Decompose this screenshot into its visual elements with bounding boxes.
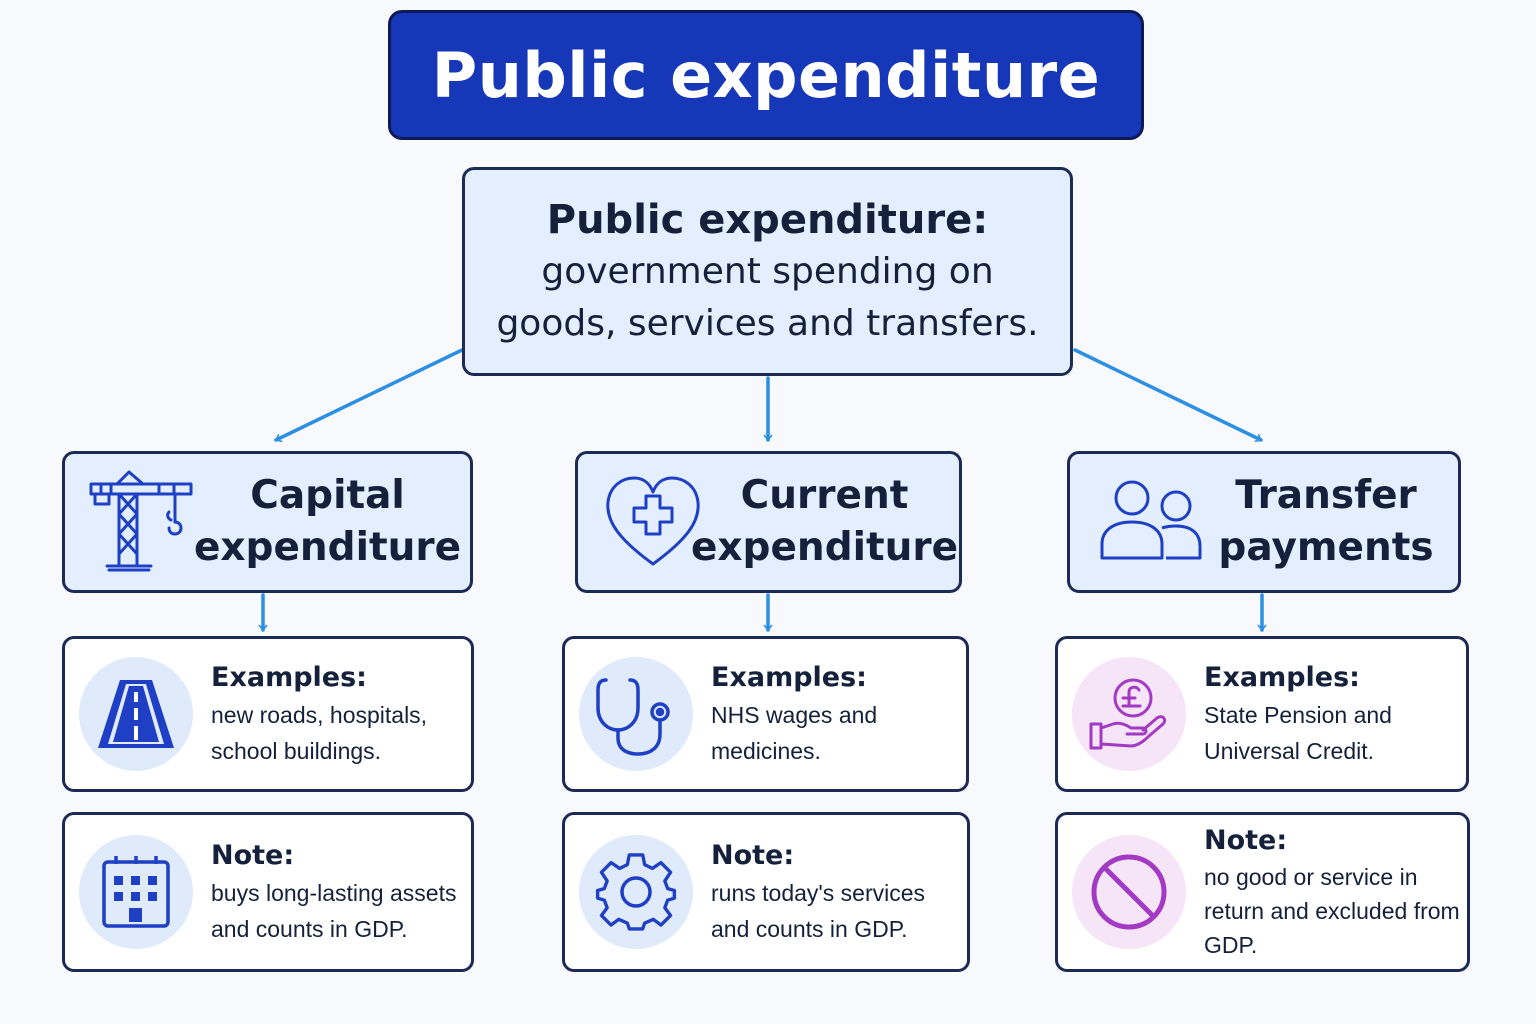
examples-label: Examples: (1204, 662, 1360, 693)
capital-expenditure-box: Capital expenditure (62, 451, 473, 593)
note-label: Note: (1204, 825, 1288, 856)
capital-examples-box: Examples: new roads, hospitals, school b… (62, 636, 474, 792)
note-body: runs today's services and counts in GDP. (711, 880, 926, 942)
pound-hand-icon-circle (1072, 657, 1186, 771)
current-note-text: Note: runs today's services and counts i… (711, 815, 961, 969)
definition-term: Public expenditure: (546, 196, 989, 243)
examples-label: Examples: (711, 662, 867, 693)
stethoscope-icon (596, 678, 670, 756)
definition-text: government spending on goods, services a… (496, 250, 1039, 344)
examples-body: NHS wages and medicines. (711, 702, 878, 764)
transfer-examples-box: Examples: State Pension and Universal Cr… (1055, 636, 1469, 792)
note-label: Note: (711, 840, 795, 871)
page-title: Public expenditure (431, 38, 1101, 112)
crane-icon (89, 470, 195, 576)
no-symbol-icon-circle (1072, 835, 1186, 949)
road-icon-circle (79, 657, 193, 771)
pound-hand-icon (1089, 678, 1167, 750)
transfer-note-box: Note: no good or service in return and e… (1055, 812, 1470, 972)
examples-body: new roads, hospitals, school buildings. (211, 702, 428, 764)
capital-note-box: Note: buys long-lasting assets and count… (62, 812, 474, 972)
heart-cross-icon (600, 470, 706, 576)
gear-icon-circle (579, 835, 693, 949)
title-banner: Public expenditure (388, 10, 1144, 140)
current-examples-text: Examples: NHS wages and medicines. (711, 639, 960, 789)
capital-expenditure-title: Capital expenditure (193, 473, 462, 570)
transfer-examples-text: Examples: State Pension and Universal Cr… (1204, 639, 1460, 789)
current-expenditure-title: Current expenditure (690, 473, 959, 570)
stethoscope-icon-circle (579, 657, 693, 771)
current-examples-box: Examples: NHS wages and medicines. (562, 636, 969, 792)
note-body: buys long-lasting assets and counts in G… (211, 880, 457, 942)
transfer-payments-title: Transfer payments (1218, 473, 1434, 570)
capital-note-text: Note: buys long-lasting assets and count… (211, 815, 465, 969)
arrow-to-transfer (1073, 348, 1263, 443)
no-symbol-icon (1091, 854, 1167, 930)
note-body: no good or service in return and exclude… (1204, 864, 1460, 958)
examples-label: Examples: (211, 662, 367, 693)
current-expenditure-box: Current expenditure (575, 451, 962, 593)
transfer-payments-box: Transfer payments (1067, 451, 1461, 593)
capital-examples-text: Examples: new roads, hospitals, school b… (211, 639, 465, 789)
note-label: Note: (211, 840, 295, 871)
examples-body: State Pension and Universal Credit. (1204, 702, 1392, 764)
gear-icon (595, 853, 677, 931)
road-icon (98, 680, 174, 748)
building-icon-circle (79, 835, 193, 949)
building-icon (102, 856, 170, 928)
people-icon (1096, 470, 1202, 576)
current-note-box: Note: runs today's services and counts i… (562, 812, 970, 972)
transfer-note-text: Note: no good or service in return and e… (1204, 815, 1461, 969)
definition-box: Public expenditure: government spending … (462, 167, 1073, 376)
arrow-to-capital (274, 348, 464, 443)
